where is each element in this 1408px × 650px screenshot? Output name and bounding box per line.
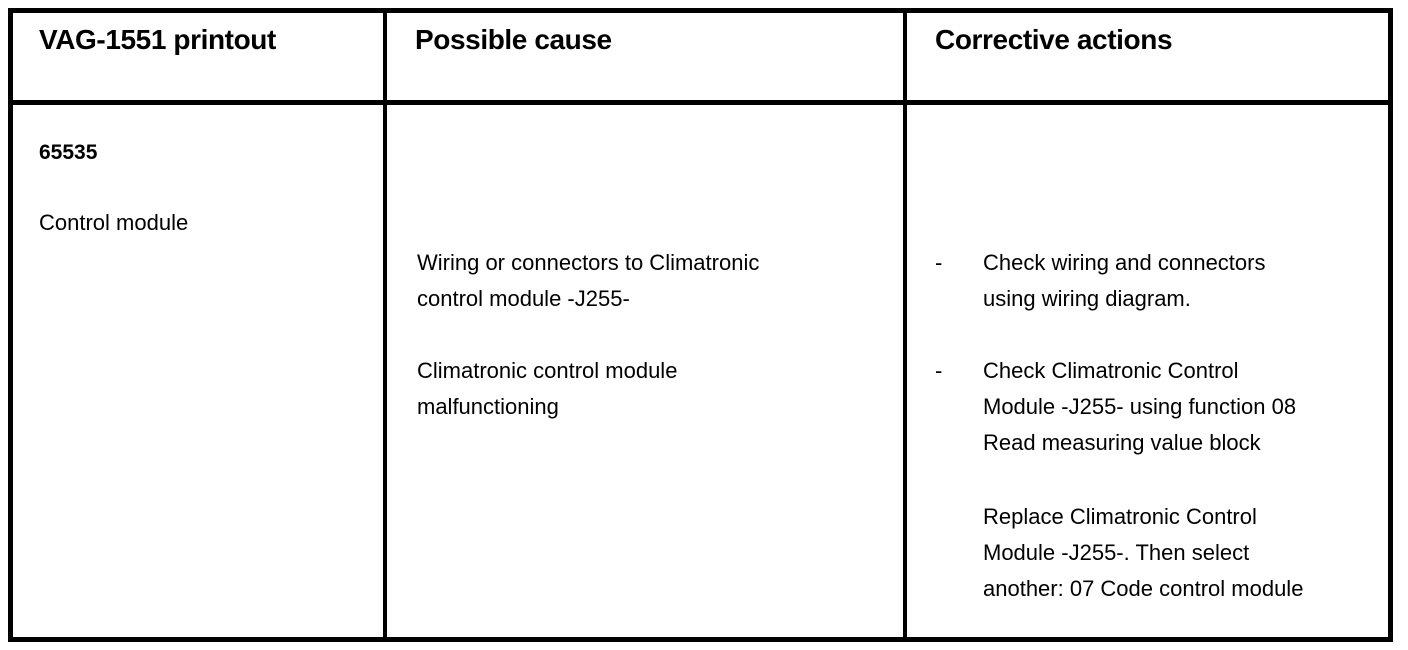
fault-code-table: VAG-1551 printout Possible cause Correct… <box>8 8 1393 642</box>
action-line: Check wiring and connectors <box>983 250 1266 275</box>
table-cell-printout: 65535 Control module <box>13 105 383 637</box>
cause-paragraph: Wiring or connectors to Climatronic cont… <box>417 245 887 317</box>
corrective-action-bullet: - Check Climatronic Control Module -J255… <box>935 353 1385 461</box>
bullet-dash-marker: - <box>935 250 943 275</box>
table-header-cell-cause: Possible cause <box>387 13 903 100</box>
table-cell-cause: Wiring or connectors to Climatronic cont… <box>387 105 903 637</box>
table-header-cell-actions: Corrective actions <box>907 13 1388 100</box>
column-header-label: Corrective actions <box>935 24 1173 55</box>
bullet-text: Check Climatronic Control Module -J255- … <box>983 353 1385 461</box>
action-line: another: 07 Code control module <box>983 576 1304 601</box>
fault-code-description: Control module <box>39 210 189 235</box>
column-header-label: Possible cause <box>415 24 612 55</box>
action-line: Read measuring value block <box>983 430 1261 455</box>
action-line: using wiring diagram. <box>983 286 1191 311</box>
cause-line: Climatronic control module <box>417 358 678 383</box>
table-header-cell-printout: VAG-1551 printout <box>13 13 383 100</box>
cause-line: control module -J255- <box>417 286 630 311</box>
corrective-action-bullet: - Check wiring and connectors using wiri… <box>935 245 1385 317</box>
action-line: Replace Climatronic Control <box>983 504 1257 529</box>
column-header-label: VAG-1551 printout <box>39 24 276 55</box>
bullet-dash-marker: - <box>935 358 943 383</box>
cause-paragraph: Climatronic control module malfunctionin… <box>417 353 887 425</box>
column-divider-1 <box>383 13 387 637</box>
column-divider-2 <box>903 13 907 637</box>
cause-line: Wiring or connectors to Climatronic <box>417 250 760 275</box>
action-line: Check Climatronic Control <box>983 358 1239 383</box>
action-line: Module -J255- using function 08 <box>983 394 1297 419</box>
cause-line: malfunctioning <box>417 394 559 419</box>
action-line: Module -J255-. Then select <box>983 540 1250 565</box>
corrective-action-paragraph: Replace Climatronic Control Module -J255… <box>983 499 1403 607</box>
table-cell-actions: - Check wiring and connectors using wiri… <box>907 105 1388 637</box>
fault-code-value: 65535 <box>39 141 98 164</box>
header-row-divider <box>13 100 1388 105</box>
bullet-text: Check wiring and connectors using wiring… <box>983 245 1385 317</box>
